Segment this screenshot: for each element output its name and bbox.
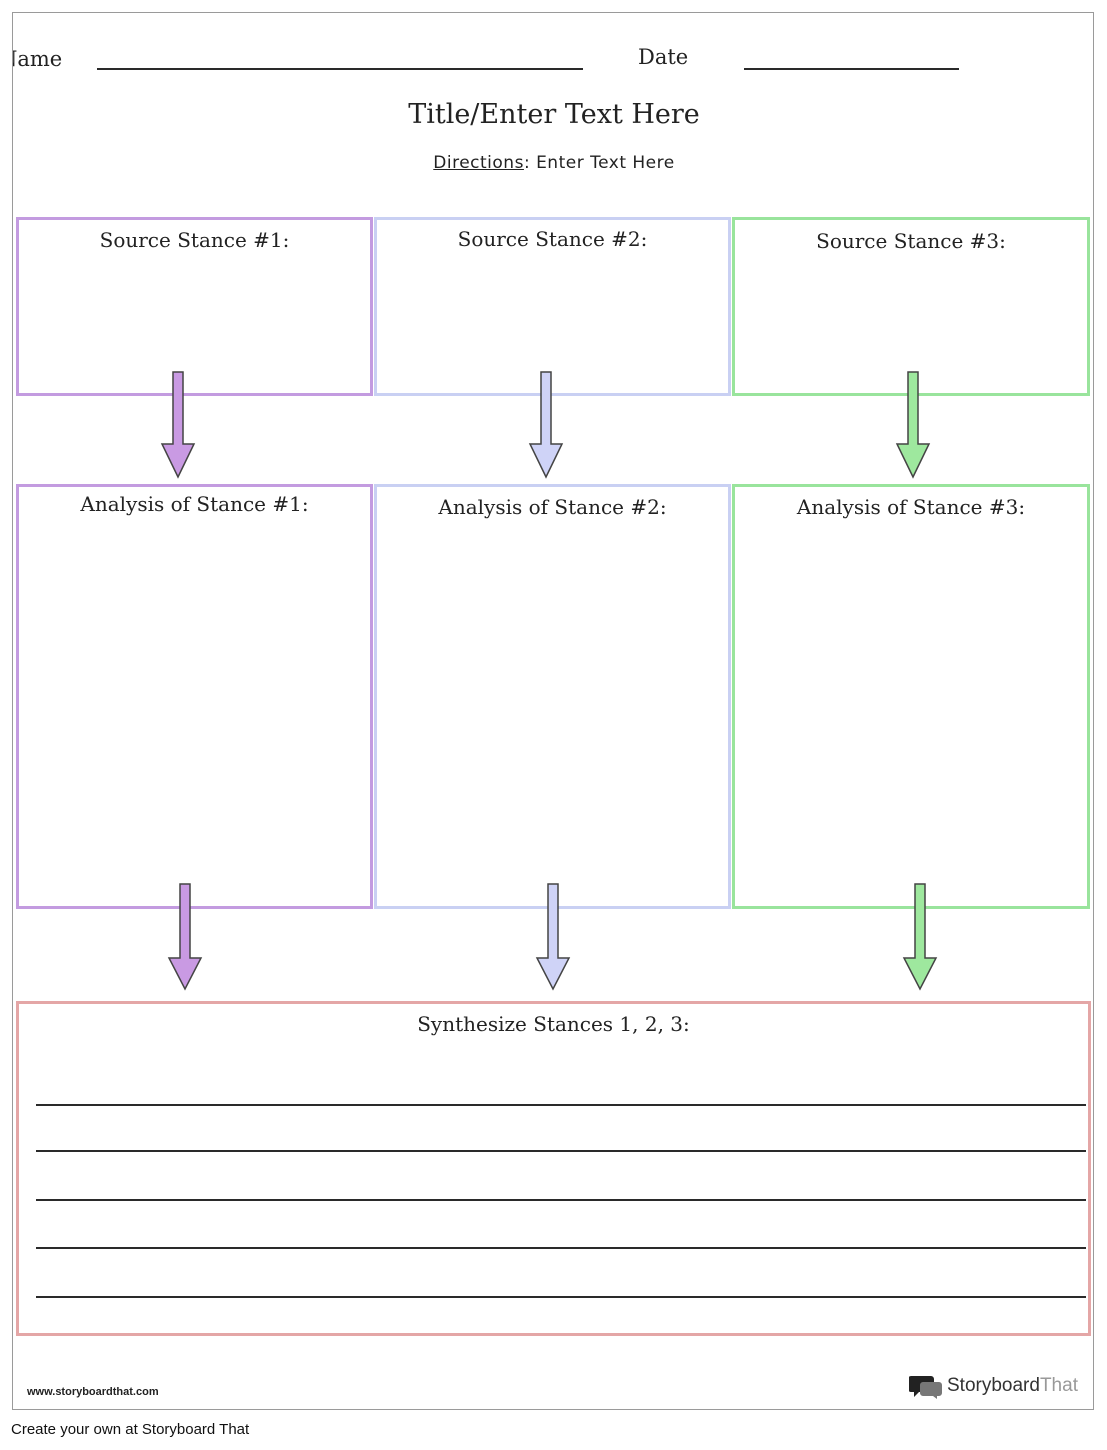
source-stance-2-box[interactable]: Source Stance #2: [374,217,731,396]
worksheet-page: Name Date Title/Enter Text Here Directio… [12,12,1094,1410]
down-arrow-icon [160,371,196,479]
source-stance-1-label: Source Stance #1: [99,228,290,252]
down-arrow-icon [528,371,564,479]
worksheet-title[interactable]: Title/Enter Text Here [408,99,700,130]
directions-text: : Enter Text Here [523,153,675,173]
writing-line[interactable] [36,1199,1086,1201]
down-arrow-icon [535,883,571,991]
speech-bubble-icon [909,1376,942,1399]
down-arrow-icon [902,883,938,991]
source-stance-1-box[interactable]: Source Stance #1: [16,217,373,396]
writing-line[interactable] [36,1247,1086,1249]
writing-line[interactable] [36,1104,1086,1106]
synthesis-box[interactable]: Synthesize Stances 1, 2, 3: [16,1001,1091,1336]
analysis-stance-3-box[interactable]: Analysis of Stance #3: [732,484,1090,909]
directions[interactable]: Directions: Enter Text Here [13,153,1093,173]
name-label: Name [13,47,63,71]
create-your-own-link[interactable]: Create your own at Storyboard That [11,1421,250,1438]
source-stance-2-label: Source Stance #2: [457,227,648,251]
footer-url[interactable]: www.storyboardthat.com [27,1386,159,1398]
source-stance-3-label: Source Stance #3: [816,229,1006,253]
source-stance-3-box[interactable]: Source Stance #3: [732,217,1090,396]
name-field-line[interactable] [97,68,583,70]
date-field-line[interactable] [744,68,959,70]
analysis-stance-1-box[interactable]: Analysis of Stance #1: [16,484,373,909]
brand-name-part2: That [1039,1375,1078,1396]
directions-label: Directions [433,153,524,173]
down-arrow-icon [167,883,203,991]
writing-line[interactable] [36,1150,1086,1152]
analysis-stance-1-label: Analysis of Stance #1: [80,492,309,516]
down-arrow-icon [895,371,931,479]
synthesis-label: Synthesize Stances 1, 2, 3: [417,1012,690,1036]
analysis-stance-2-label: Analysis of Stance #2: [438,495,667,519]
analysis-stance-2-box[interactable]: Analysis of Stance #2: [374,484,731,909]
analysis-stance-3-label: Analysis of Stance #3: [796,495,1026,519]
date-label: Date [638,45,689,69]
brand-name-part1: Storyboard [947,1375,1040,1396]
writing-line[interactable] [36,1296,1086,1298]
